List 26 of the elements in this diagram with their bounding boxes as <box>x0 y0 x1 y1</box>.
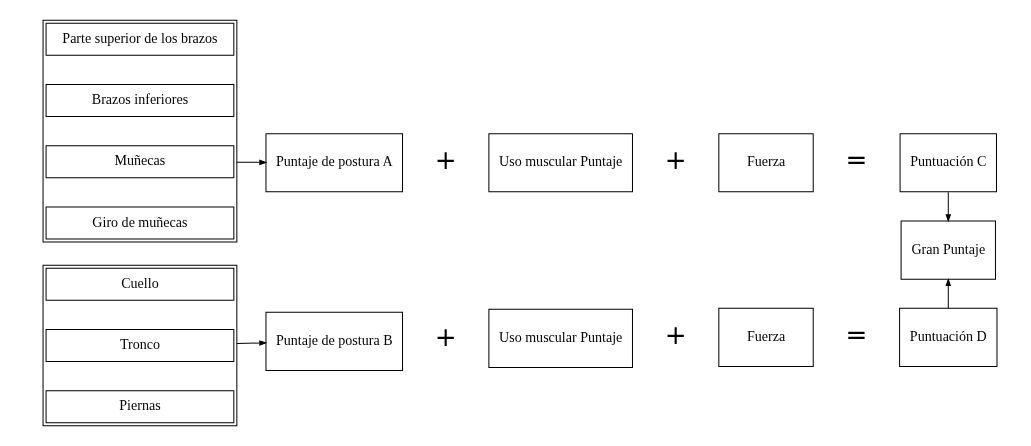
node-box: Muñecas <box>45 145 234 179</box>
node-box: Cuello <box>45 267 234 301</box>
label: = <box>844 319 867 350</box>
arrow <box>945 191 951 222</box>
label: + <box>664 145 687 176</box>
node-box: Uso muscular Puntaje <box>487 308 633 369</box>
node-box: Brazos inferiores <box>45 83 234 118</box>
node-box: Fuerza <box>717 133 814 193</box>
arrow <box>235 340 266 346</box>
node-box: Puntuación D <box>898 307 997 368</box>
label: = <box>844 145 867 176</box>
label: + <box>434 145 457 176</box>
node-box: Puntaje de postura B <box>264 311 403 372</box>
node-box: Uso muscular Puntaje <box>487 133 633 193</box>
node-box: Puntuación C <box>899 133 997 193</box>
arrow <box>945 279 951 309</box>
node-box: Puntaje de postura A <box>264 133 403 193</box>
label: + <box>664 319 687 350</box>
node-box: Piernas <box>45 390 234 424</box>
node-box: Fuerza <box>717 307 814 368</box>
label: + <box>434 321 457 352</box>
arrow <box>235 159 266 165</box>
node-box: Tronco <box>45 328 234 363</box>
node-box: Gran Puntaje <box>900 220 996 280</box>
node-box: Parte superior de los brazos <box>45 22 234 56</box>
node-box: Giro de muñecas <box>45 206 234 240</box>
